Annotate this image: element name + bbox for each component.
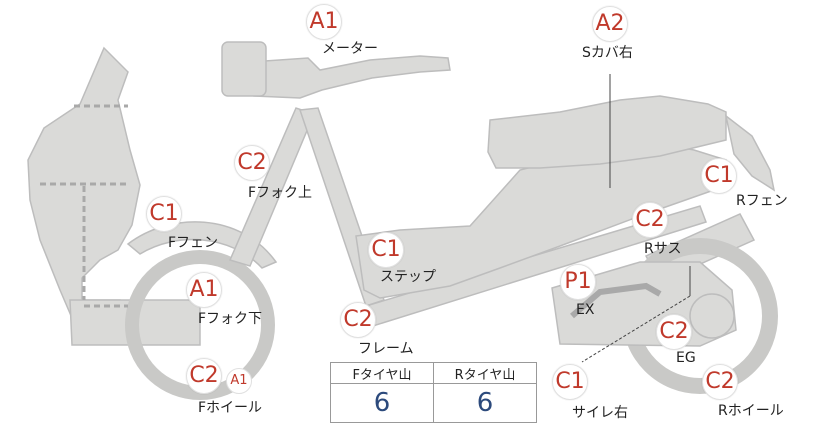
handle-bar <box>249 55 451 99</box>
s-cover-right-label: Sカバ右 <box>582 45 633 61</box>
exhaust-grade-badge: P1 <box>560 264 596 300</box>
step-grade-badge: C1 <box>368 232 404 268</box>
seat <box>487 95 727 169</box>
r-fender-label: Rフェン <box>736 193 788 209</box>
engine-hub <box>689 293 735 339</box>
f-fork-lower-grade-badge: A1 <box>186 272 222 308</box>
meter-label: メーター <box>322 41 378 57</box>
front-tread-header: Fタイヤ山 <box>330 362 434 384</box>
f-fork-lower-label: Fフォク下 <box>198 311 263 327</box>
headlight <box>221 41 267 97</box>
f-wheel-label: Fホイール <box>198 400 263 416</box>
r-suspension-label: Rサス <box>644 241 682 257</box>
rear-tread-value: 6 <box>433 383 537 423</box>
exhaust-label: EX <box>576 302 595 318</box>
rear-tread-header: Rタイヤ山 <box>433 362 537 384</box>
f-fork-upper-label: Fフォク上 <box>248 185 313 201</box>
tire-tread-table: Fタイヤ山 Rタイヤ山 6 6 <box>330 362 537 423</box>
s-cover-right-grade-badge: A2 <box>592 6 628 42</box>
f-fender-grade-badge: C1 <box>146 196 182 232</box>
engine-grade-badge: C2 <box>656 314 692 350</box>
meter-grade-badge: A1 <box>306 4 342 40</box>
f-wheel-grade-secondary-badge: A1 <box>226 368 252 394</box>
f-fender-label: Fフェン <box>168 235 219 251</box>
exhaust-pipe <box>570 282 662 319</box>
tire-tread-header-row: Fタイヤ山 Rタイヤ山 <box>330 362 537 384</box>
r-wheel-grade-badge: C2 <box>702 364 738 400</box>
rear-fender <box>724 114 776 192</box>
step-label: ステップ <box>380 269 436 285</box>
f-fork-upper-grade-badge: C2 <box>234 145 270 181</box>
silencer-right-grade-badge: C1 <box>552 364 588 400</box>
silencer-right-label: サイレ右 <box>572 405 628 421</box>
f-wheel-grade-badge: C2 <box>186 358 222 394</box>
r-suspension-grade-badge: C2 <box>632 202 668 238</box>
tire-tread-value-row: 6 6 <box>330 383 537 423</box>
front-tread-value: 6 <box>330 383 434 423</box>
r-fender-grade-badge: C1 <box>701 158 737 194</box>
frame-label: フレーム <box>358 341 414 357</box>
r-wheel-label: Rホイール <box>718 403 784 419</box>
engine-label: EG <box>676 350 696 366</box>
frame-grade-badge: C2 <box>340 302 376 338</box>
